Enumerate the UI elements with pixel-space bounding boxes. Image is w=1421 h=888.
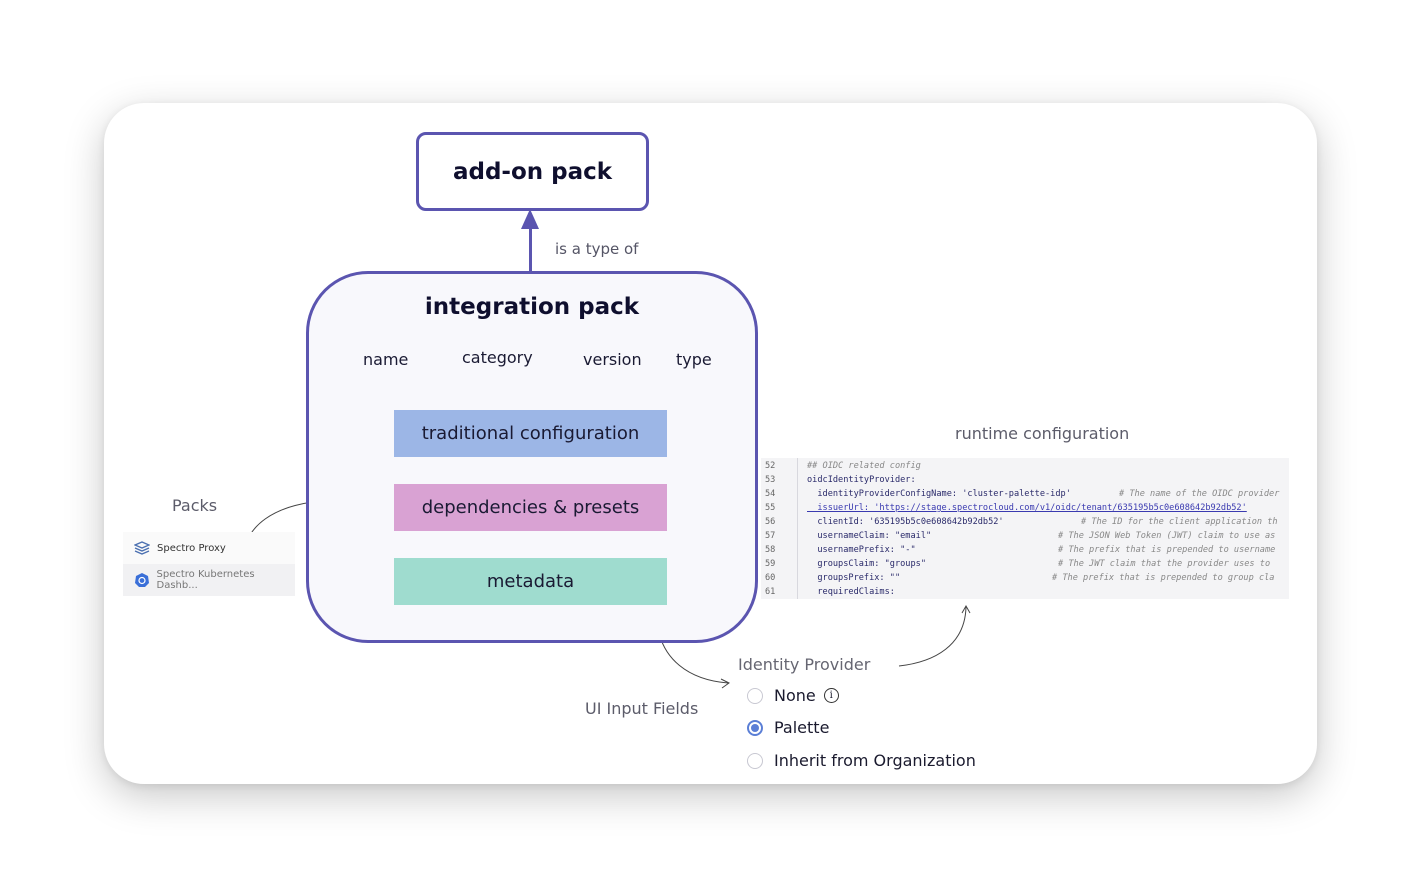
packs-list: Spectro Proxy Spectro Kubernetes Dashb..… <box>123 532 295 596</box>
radio-option-none[interactable]: None i <box>747 686 839 705</box>
radio-option-inherit[interactable]: Inherit from Organization <box>747 751 976 770</box>
radio-label: None <box>774 686 816 705</box>
addon-pack-title: add-on pack <box>452 158 613 185</box>
radio-button-selected[interactable] <box>747 719 763 736</box>
runtime-configuration-label: runtime configuration <box>955 424 1130 443</box>
stack-icon <box>133 539 151 557</box>
runtime-connector-head <box>961 604 971 614</box>
code-line: 55 issuerUrl: 'https://stage.spectroclou… <box>765 503 1247 513</box>
code-line: 61 requiredClaims: <box>765 587 895 597</box>
identity-provider-label: Identity Provider <box>738 655 871 674</box>
ui-input-fields-label: UI Input Fields <box>585 699 699 718</box>
runtime-connector <box>898 606 967 667</box>
field-name: name <box>363 350 409 369</box>
code-line: 60 groupsPrefix: ""# The prefix that is … <box>765 573 1275 583</box>
pack-item-label: Spectro Kubernetes Dashb... <box>156 569 255 591</box>
info-icon[interactable]: i <box>823 688 839 703</box>
addon-pack-box: add-on pack <box>416 132 649 211</box>
code-line: 56 clientId: '635195b5c0e608642b92db52'#… <box>765 517 1278 527</box>
integration-pack-title: integration pack <box>424 294 640 320</box>
field-version: version <box>583 350 642 369</box>
code-line: 57 usernameClaim: "email"# The JSON Web … <box>765 531 1276 541</box>
code-gutter-divider <box>797 458 798 599</box>
relation-label: is a type of <box>555 240 639 258</box>
is-a-arrow-line <box>529 226 532 273</box>
radio-option-palette[interactable]: Palette <box>747 718 829 737</box>
is-a-arrow-head <box>521 209 539 229</box>
code-line: 59 groupsClaim: "groups"# The JWT claim … <box>765 559 1271 569</box>
dependencies-presets-block: dependencies & presets <box>394 484 667 531</box>
packs-label: Packs <box>172 496 218 515</box>
radio-label: Palette <box>774 718 830 737</box>
metadata-block: metadata <box>394 558 667 605</box>
kubernetes-helm-icon <box>133 571 151 589</box>
radio-button[interactable] <box>747 752 763 769</box>
pack-item-spectro-proxy[interactable]: Spectro Proxy <box>123 532 295 564</box>
radio-label: Inherit from Organization <box>774 751 976 770</box>
pack-item-label: Spectro Proxy <box>157 542 226 554</box>
pack-item-kubernetes-dashboard[interactable]: Spectro Kubernetes Dashb... <box>123 564 295 596</box>
code-line: 54 identityProviderConfigName: 'cluster-… <box>765 489 1280 499</box>
code-line: 52## OIDC related config <box>765 461 921 471</box>
traditional-configuration-block: traditional configuration <box>394 410 667 457</box>
field-type: type <box>676 350 712 369</box>
ui-input-connector-head <box>720 678 730 689</box>
code-line: 58 usernamePrefix: "-"# The prefix that … <box>765 545 1276 555</box>
field-category: category <box>462 348 533 367</box>
radio-button[interactable] <box>747 687 763 704</box>
